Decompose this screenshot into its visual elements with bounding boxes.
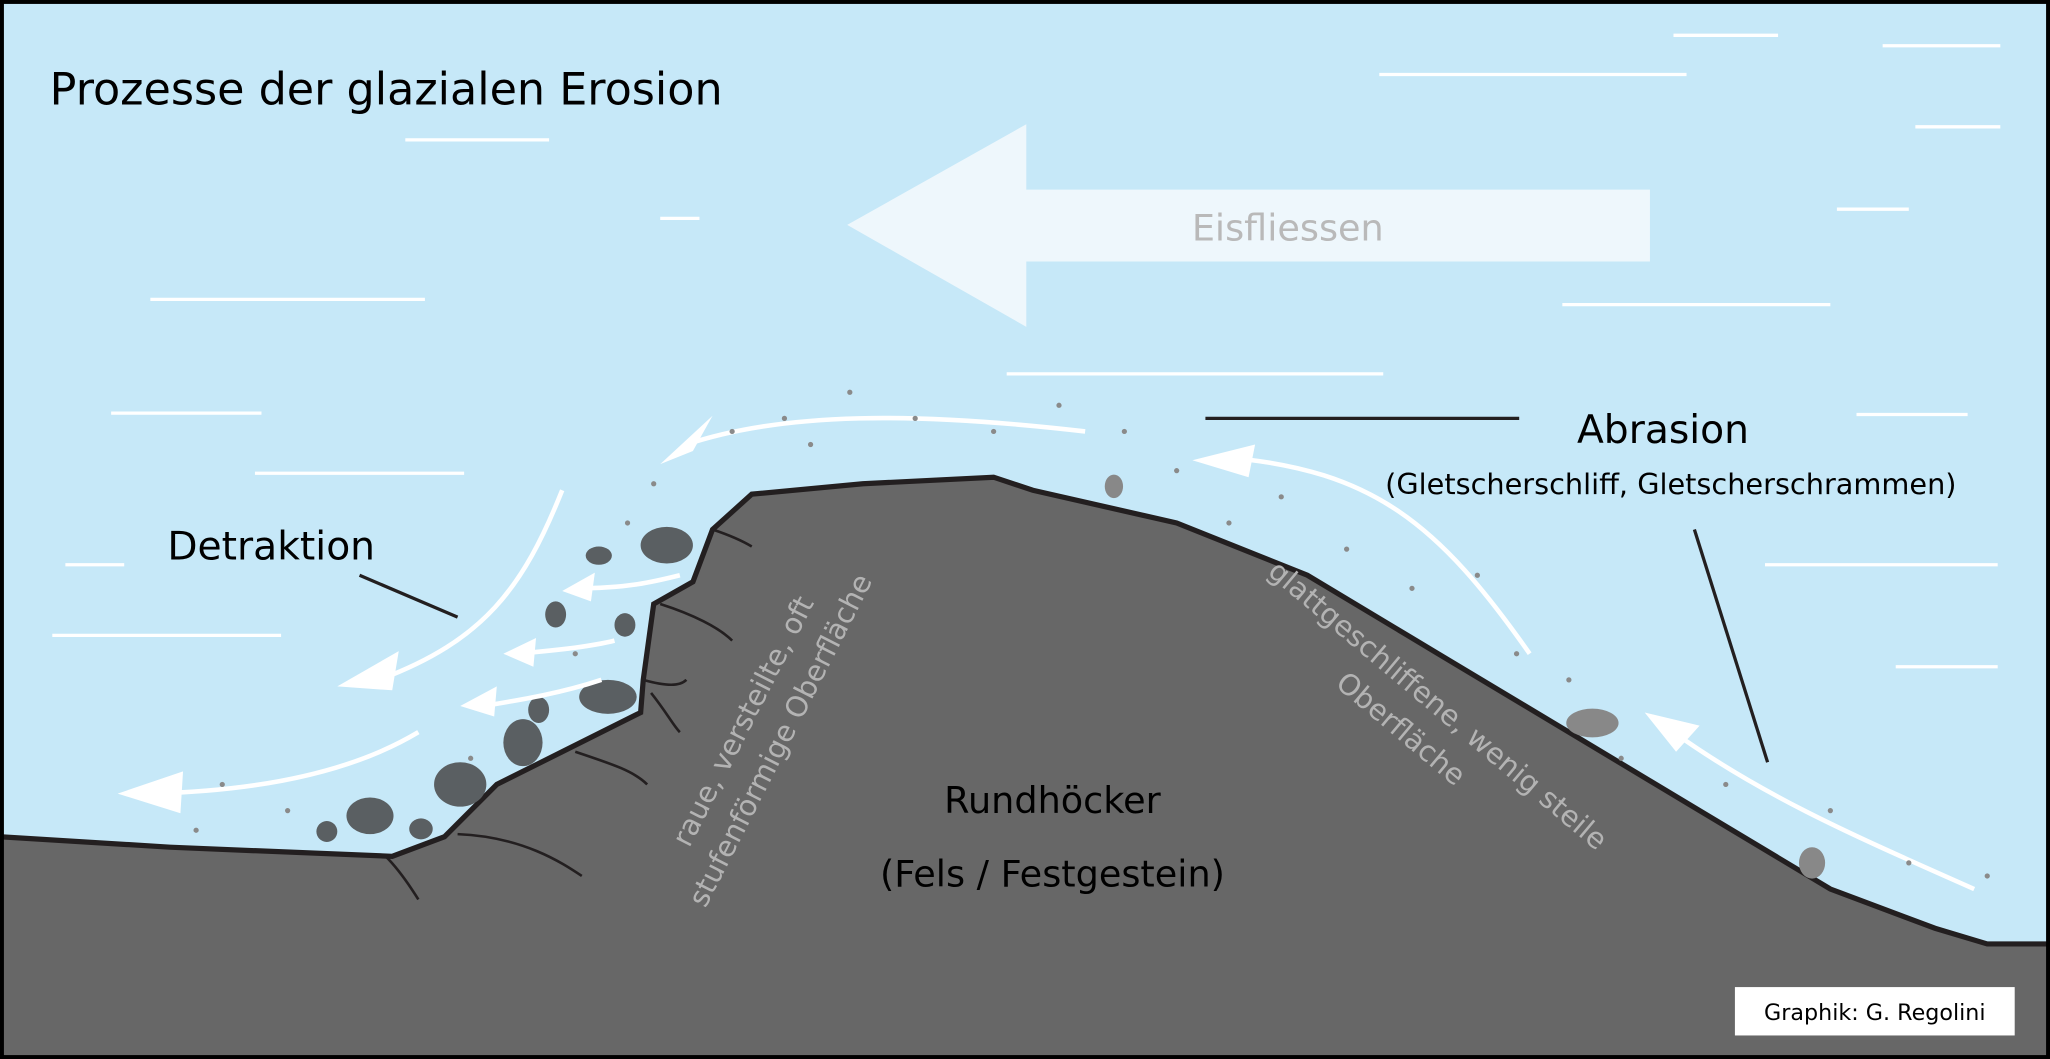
sediment-particles (193, 389, 1990, 879)
flow-arrows (150, 415, 1976, 892)
rock-sublabel: (Fels / Festgestein) (880, 852, 1225, 895)
abrasion-label: Abrasion (1577, 408, 1749, 453)
credit-label: Graphik: G. Regolini (1764, 1000, 1986, 1026)
flow-arrowheads (117, 415, 1700, 814)
ice-flow-arrow (847, 124, 1650, 327)
abrasion-leader-line-2 (1692, 529, 1770, 763)
diagram-title: Prozesse der glazialen Erosion (50, 65, 723, 116)
rock-cracks (384, 528, 753, 901)
abrasion-subtitle: (Gletscherschliff, Gletscherschrammen) (1385, 467, 1956, 501)
bedrock-roche-moutonnee (0, 474, 2050, 1059)
detraktion-leader-line (358, 573, 459, 619)
credit-box (1734, 987, 2015, 1036)
debris-boulders (316, 474, 1826, 879)
detraktion-label: Detraktion (167, 525, 375, 570)
ice-flow-label: Eisfliessen (1192, 207, 1384, 250)
ice-lines (52, 33, 2001, 669)
rock-label: Rundhöcker (944, 779, 1161, 822)
